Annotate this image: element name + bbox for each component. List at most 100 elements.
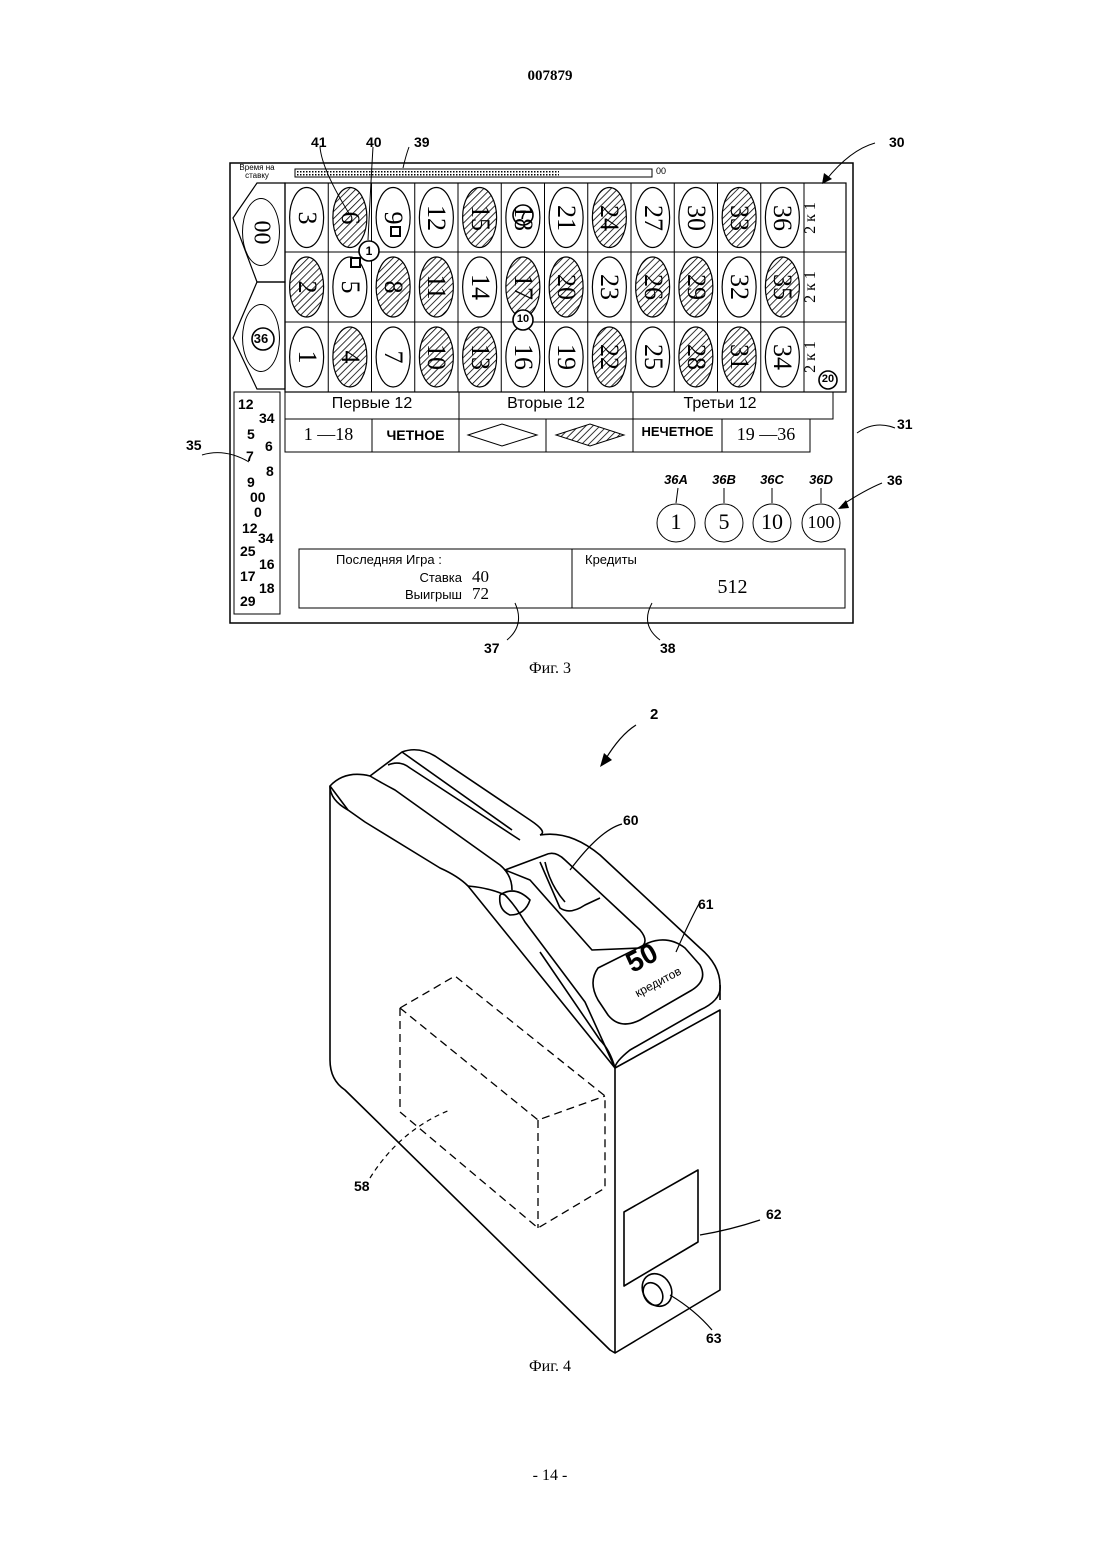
ref-38: 38: [660, 640, 676, 656]
ref-35: 35: [186, 437, 202, 453]
number-cell[interactable]: 23: [594, 257, 624, 317]
number-cell[interactable]: 6: [335, 188, 365, 248]
number-cell[interactable]: 32: [724, 257, 754, 317]
number-cell[interactable]: 17: [508, 257, 538, 317]
history-number: 16: [259, 556, 275, 572]
number-cell[interactable]: 26: [638, 257, 668, 317]
column-bet[interactable]: 2 к 1: [802, 186, 820, 250]
number-cell[interactable]: 4: [335, 327, 365, 387]
bet-19-36[interactable]: 19 —36: [722, 424, 810, 445]
number-cell[interactable]: 15: [465, 188, 495, 248]
zero-cell-label: 00: [248, 209, 275, 257]
ref-37: 37: [484, 640, 500, 656]
credits-title: Кредиты: [585, 552, 637, 567]
column-bet[interactable]: 2 к 1: [802, 255, 820, 319]
win-value: 72: [472, 584, 489, 604]
number-cell[interactable]: 20: [551, 257, 581, 317]
number-cell[interactable]: 2: [292, 257, 322, 317]
ref-61: 61: [698, 896, 714, 912]
number-cell[interactable]: 36: [767, 188, 797, 248]
last-game-title: Последняя Игра :: [336, 552, 442, 567]
number-cell[interactable]: 25: [638, 327, 668, 387]
chip-on-board[interactable]: 1: [360, 244, 378, 258]
number-cell[interactable]: 5: [335, 257, 365, 317]
figure-4-caption: Фиг. 4: [0, 1358, 1100, 1376]
number-cell[interactable]: 7: [378, 327, 408, 387]
number-cell[interactable]: 27: [638, 188, 668, 248]
number-cell[interactable]: 28: [681, 327, 711, 387]
bet-time-label: Время на ставку: [232, 164, 282, 180]
history-number: 25: [240, 543, 256, 559]
number-cell[interactable]: 12: [421, 188, 451, 248]
number-cell[interactable]: 3: [292, 188, 322, 248]
number-cell[interactable]: 8: [378, 257, 408, 317]
history-number: 29: [240, 593, 256, 609]
bet-black[interactable]: [546, 419, 633, 452]
number-cell[interactable]: 10: [421, 327, 451, 387]
number-cell[interactable]: 9: [378, 188, 408, 248]
page-number: - 14 -: [0, 1467, 1100, 1485]
zero-cell-36[interactable]: 36: [242, 304, 280, 372]
bet-odd[interactable]: НЕЧЕТНОЕ: [633, 424, 722, 439]
dozen-second[interactable]: Вторые 12: [459, 395, 633, 413]
ref-39: 39: [414, 134, 430, 150]
dozen-first[interactable]: Первые 12: [285, 395, 459, 413]
ref-60: 60: [623, 812, 639, 828]
chip-button[interactable]: 5: [705, 509, 743, 535]
history-number: 9: [247, 474, 255, 490]
number-cell[interactable]: 33: [724, 188, 754, 248]
win-label: Выигрыш: [380, 587, 462, 602]
figure-4: 50 кредитов 2 60 61 62 63 58 Фиг. 4: [0, 690, 1100, 1410]
history-number: 12: [238, 396, 254, 412]
number-cell[interactable]: 24: [594, 188, 624, 248]
bet-label: Ставка: [410, 570, 462, 585]
number-cell[interactable]: 19: [551, 327, 581, 387]
number-cell[interactable]: 21: [551, 188, 581, 248]
number-cell[interactable]: 22: [594, 327, 624, 387]
ref-62: 62: [766, 1206, 782, 1222]
ref-63: 63: [706, 1330, 722, 1346]
dozen-third[interactable]: Третьи 12: [633, 395, 807, 413]
history-number: 6: [265, 438, 273, 454]
chip-label: 36D: [796, 472, 846, 487]
figure-4-graphics: [0, 690, 1100, 1410]
chip-on-board[interactable]: 7: [514, 208, 532, 222]
chip-button[interactable]: 1: [657, 509, 695, 535]
timer-value: 00: [656, 166, 666, 176]
ref-40: 40: [366, 134, 382, 150]
number-cell[interactable]: 31: [724, 327, 754, 387]
ref-31: 31: [897, 416, 913, 432]
history-number: 18: [259, 580, 275, 596]
number-cell[interactable]: 11: [421, 257, 451, 317]
credits-value: 512: [690, 576, 775, 599]
chip-button[interactable]: 100: [802, 512, 840, 533]
history-number: 34: [259, 410, 275, 426]
chip-label: 36B: [699, 472, 749, 487]
ref-58: 58: [354, 1178, 370, 1194]
chip-on-board[interactable]: 10: [512, 313, 534, 325]
number-cell[interactable]: 29: [681, 257, 711, 317]
number-cell[interactable]: 14: [465, 257, 495, 317]
ref-2: 2: [650, 706, 658, 723]
ref-41: 41: [311, 134, 327, 150]
bet-red[interactable]: [459, 419, 546, 452]
history-number: 8: [266, 463, 274, 479]
ref-36: 36: [887, 472, 903, 488]
history-number: 17: [240, 568, 256, 584]
zero-cell-00[interactable]: 00: [242, 198, 280, 266]
number-cell[interactable]: 34: [767, 327, 797, 387]
bet-1-18[interactable]: 1 —18: [285, 424, 372, 445]
chip-on-board[interactable]: 20: [818, 373, 838, 385]
ref-30: 30: [889, 134, 905, 150]
chip-label: 36A: [651, 472, 701, 487]
number-cell[interactable]: 35: [767, 257, 797, 317]
number-cell[interactable]: 16: [508, 327, 538, 387]
number-cell[interactable]: 30: [681, 188, 711, 248]
number-cell[interactable]: 1: [292, 327, 322, 387]
figure-3: 41 40 39 30 31 35 36 37 38 Время на став…: [0, 0, 1100, 690]
bet-even[interactable]: ЧЕТНОЕ: [372, 427, 459, 443]
history-number: 34: [258, 530, 274, 546]
number-cell[interactable]: 13: [465, 327, 495, 387]
chip-button[interactable]: 10: [753, 509, 791, 535]
column-bet[interactable]: 2 к 1: [802, 325, 820, 389]
